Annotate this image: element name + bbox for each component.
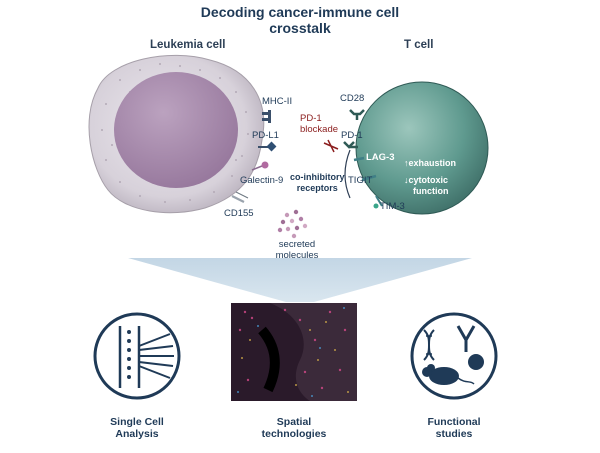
pd1-blockade-line2: blockade — [300, 124, 339, 135]
approach-spatial-line1: Spatial — [276, 416, 312, 428]
approach-functional-line1: Functional — [427, 416, 481, 428]
lag3-receptor — [353, 156, 365, 162]
galectin9-label: Galectin-9 — [240, 175, 284, 186]
pd1-blockade-mark — [323, 139, 339, 153]
secreted-molecules-dots — [277, 209, 308, 239]
secreted-line1: secreted — [278, 239, 316, 250]
diagram-title: Decoding cancer-immune cell crosstalk — [0, 4, 600, 36]
secreted-molecules-label: secreted molecules — [270, 239, 324, 261]
cytotoxic-line1: ↓cytotoxic — [404, 175, 449, 185]
secreted-line2: molecules — [275, 250, 319, 261]
title-line1: Decoding cancer-immune cell — [200, 4, 400, 20]
coinhibitory-receptors-label: co-inhibitory receptors — [290, 172, 345, 194]
cytotoxic-line2: function — [413, 186, 449, 196]
tigit-receptor — [361, 174, 377, 182]
coinhibitory-line2: receptors — [296, 183, 338, 193]
tim3-receptor — [373, 195, 383, 209]
cd28-receptor — [349, 109, 365, 120]
approach-functional-line2: studies — [435, 428, 473, 440]
pd1-blockade-label: PD-1 blockade — [300, 113, 338, 135]
approach-single-cell: Single Cell Analysis — [87, 416, 187, 440]
leukemia-cell-label: Leukemia cell — [150, 39, 226, 51]
lag3-label: LAG-3 — [366, 152, 395, 163]
galectin9-molecule — [251, 161, 269, 171]
mhc2-label: MHC-II — [262, 96, 293, 107]
mhc2-receptor — [262, 110, 271, 123]
pd1-receptor — [343, 141, 358, 149]
approach-spatial-line2: technologies — [261, 428, 327, 440]
approach-functional: Functional studies — [404, 416, 504, 440]
tigit-label: TIGIT — [348, 175, 373, 186]
t-cell-label: T cell — [404, 39, 434, 51]
pd1-blockade-line1: PD-1 — [300, 113, 322, 124]
cd28-label: CD28 — [340, 93, 365, 104]
cytotoxic-label: ↓cytotoxic function — [404, 175, 449, 197]
single-cell-analysis-icon — [93, 312, 181, 400]
funnel-arrow — [128, 258, 472, 302]
leukemia-granules — [101, 63, 249, 203]
coinhibitory-bracket — [344, 149, 351, 199]
pdl1-label: PD-L1 — [252, 130, 279, 141]
cd155-label: CD155 — [224, 208, 254, 219]
leukemia-nucleus — [114, 72, 238, 188]
approach-single-cell-line1: Single Cell — [110, 416, 164, 428]
single-cell-beads — [127, 330, 131, 379]
cd155-receptor — [231, 191, 249, 203]
functional-studies-icon — [410, 312, 498, 400]
tim3-label: TIM-3 — [380, 201, 405, 212]
coinhibitory-line1: co-inhibitory — [290, 172, 345, 182]
pdl1-receptor — [258, 141, 277, 152]
spatial-image — [231, 303, 357, 401]
pd1-label: PD-1 — [341, 130, 363, 141]
title-line2: crosstalk — [269, 20, 331, 36]
exhaustion-label: ↑exhaustion — [404, 158, 457, 168]
approach-single-cell-line2: Analysis — [115, 428, 159, 440]
approach-spatial: Spatial technologies — [244, 416, 344, 440]
leukemia-cell — [88, 54, 265, 214]
